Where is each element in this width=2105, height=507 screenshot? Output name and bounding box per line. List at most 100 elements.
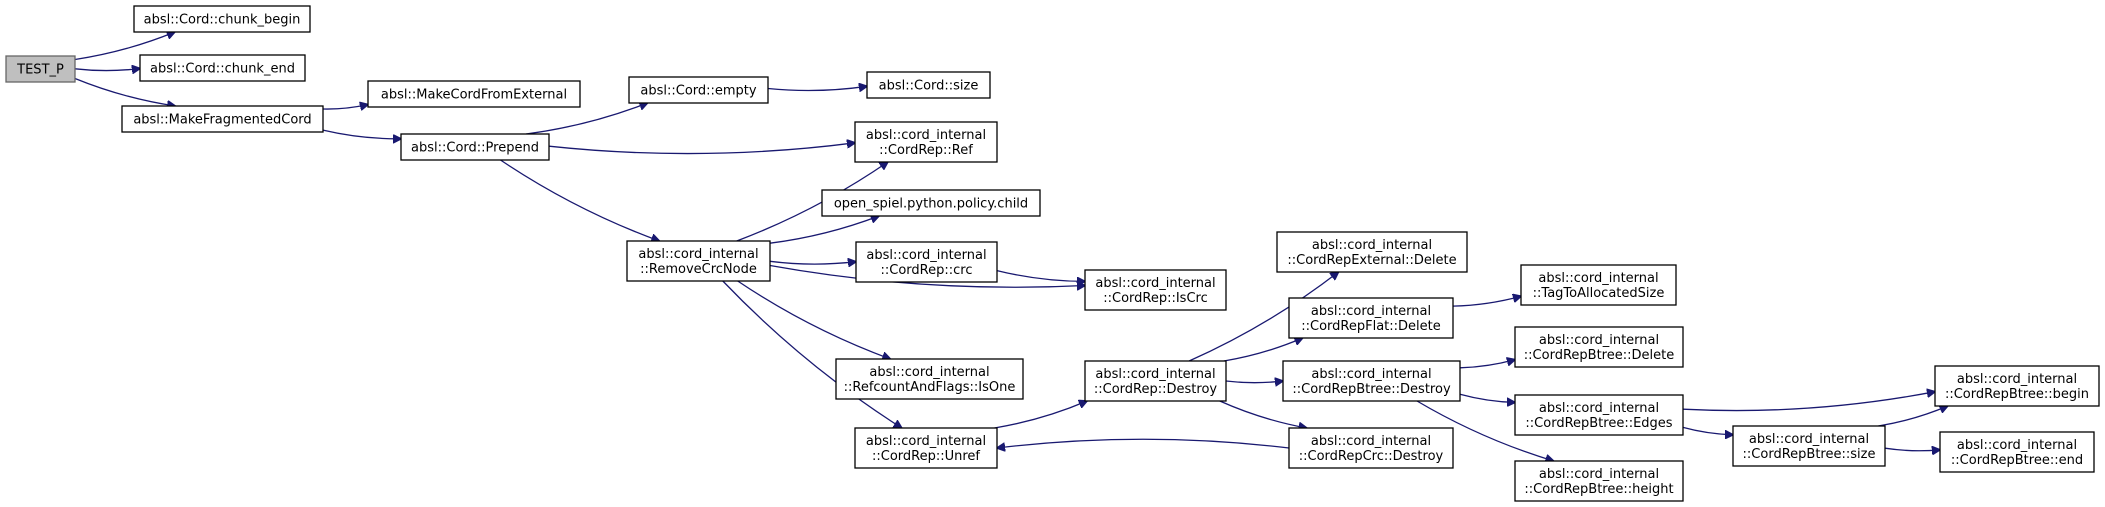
node-crc-destroy[interactable]: absl::cord_internal::CordRepCrc::Destroy <box>1288 427 1454 469</box>
node-cordrep-ref[interactable]: absl::cord_internal::CordRep::Ref <box>854 121 998 163</box>
node-label-line: ::CordRepBtree::Delete <box>1524 348 1674 363</box>
node-label-line: absl::cord_internal <box>866 248 986 263</box>
node-label-line: absl::cord_internal <box>1539 467 1659 482</box>
node-box <box>1084 269 1227 311</box>
node-box <box>628 76 769 104</box>
node-policy-child[interactable]: open_spiel.python.policy.child <box>821 189 1041 217</box>
edge-cordrep-destroy-to-crc-destroy <box>1219 400 1307 428</box>
node-label-line: ::CordRepBtree::size <box>1743 447 1876 462</box>
node-cordrep-unref[interactable]: absl::cord_internal::CordRep::Unref <box>854 427 998 469</box>
node-label-line: ::RefcountAndFlags::IsOne <box>844 380 1016 395</box>
edge-make-fragmented-cord-to-cord-prepend <box>322 129 401 139</box>
node-box <box>1939 431 2095 473</box>
node-box <box>133 5 311 33</box>
node-label-line: absl::cord_internal <box>1749 432 1869 447</box>
node-cord-size[interactable]: absl::Cord::size <box>866 71 991 99</box>
node-cordrep-crc[interactable]: absl::cord_internal::CordRep::crc <box>855 241 998 283</box>
edge-test-p-to-chunk-end <box>74 69 140 71</box>
node-remove-crc-node[interactable]: absl::cord_internal::RemoveCrcNode <box>626 240 771 282</box>
node-refcount-isone[interactable]: absl::cord_internal::RefcountAndFlags::I… <box>835 358 1024 400</box>
edge-test-p-to-chunk-begin <box>74 32 175 61</box>
node-box <box>866 71 991 99</box>
node-box <box>626 240 771 282</box>
node-btree-destroy[interactable]: absl::cord_internal::CordRepBtree::Destr… <box>1282 360 1461 402</box>
node-btree-height[interactable]: absl::cord_internal::CordRepBtree::heigh… <box>1514 460 1684 502</box>
node-box <box>1276 231 1468 273</box>
node-box <box>1520 264 1677 306</box>
node-label-line: absl::cord_internal <box>1312 238 1432 253</box>
node-btree-delete[interactable]: absl::cord_internal::CordRepBtree::Delet… <box>1514 326 1684 368</box>
node-cordrep-iscrc[interactable]: absl::cord_internal::CordRep::IsCrc <box>1084 269 1227 311</box>
node-label-line: absl::cord_internal <box>1095 367 1215 382</box>
edge-remove-crc-node-to-cordrep-crc <box>769 261 856 264</box>
edge-btree-size-to-btree-begin <box>1878 406 1947 427</box>
node-test-p[interactable]: TEST_P <box>5 55 76 83</box>
node-box <box>1084 360 1227 402</box>
node-label-line: absl::cord_internal <box>1539 401 1659 416</box>
node-chunk-end[interactable]: absl::Cord::chunk_end <box>139 54 306 82</box>
node-external-delete[interactable]: absl::cord_internal::CordRepExternal::De… <box>1276 231 1468 273</box>
edge-test-p-to-make-fragmented-cord <box>74 77 175 107</box>
node-btree-end[interactable]: absl::cord_internal::CordRepBtree::end <box>1939 431 2095 473</box>
edge-cordrep-destroy-to-btree-destroy <box>1225 381 1283 383</box>
node-box <box>855 241 998 283</box>
edge-btree-destroy-to-btree-edges <box>1459 393 1515 402</box>
node-chunk-begin[interactable]: absl::Cord::chunk_begin <box>133 5 311 33</box>
node-label-line: absl::cord_internal <box>866 128 986 143</box>
node-cord-empty[interactable]: absl::Cord::empty <box>628 76 769 104</box>
node-label-line: ::CordRep::Ref <box>879 143 973 158</box>
edge-remove-crc-node-to-cordrep-ref <box>736 162 888 242</box>
node-label-line: ::CordRepBtree::Destroy <box>1292 382 1451 397</box>
node-label-line: ::CordRepBtree::Edges <box>1525 416 1672 431</box>
node-label-line: ::CordRep::IsCrc <box>1103 291 1208 306</box>
node-label-line: open_spiel.python.policy.child <box>834 197 1028 212</box>
node-btree-begin[interactable]: absl::cord_internal::CordRepBtree::begin <box>1934 365 2100 407</box>
edge-cord-prepend-to-remove-crc-node <box>500 159 660 241</box>
edge-remove-crc-node-to-refcount-isone <box>737 280 891 359</box>
edge-cordrep-crc-to-cordrep-iscrc <box>996 269 1085 282</box>
node-box <box>400 133 550 161</box>
node-label-line: ::CordRep::Destroy <box>1094 382 1218 397</box>
edge-cord-prepend-to-cordrep-ref <box>548 143 855 155</box>
edge-crc-destroy-to-cordrep-unref <box>997 438 1290 448</box>
node-label-line: ::CordRep::Unref <box>872 449 980 464</box>
edge-cord-empty-to-cord-size <box>767 86 867 90</box>
node-label-line: absl::Cord::Prepend <box>411 141 539 156</box>
node-make-fragmented-cord[interactable]: absl::MakeFragmentedCord <box>121 105 324 133</box>
node-box <box>821 189 1041 217</box>
node-box <box>1934 365 2100 407</box>
node-box <box>854 427 998 469</box>
node-box <box>367 80 581 108</box>
node-label-line: absl::cord_internal <box>1311 304 1431 319</box>
node-tag-to-allocated-size[interactable]: absl::cord_internal::TagToAllocatedSize <box>1520 264 1677 306</box>
node-box <box>1288 297 1454 339</box>
node-flat-delete[interactable]: absl::cord_internal::CordRepFlat::Delete <box>1288 297 1454 339</box>
edge-remove-crc-node-to-cordrep-iscrc <box>769 264 1085 288</box>
node-box <box>854 121 998 163</box>
edge-btree-edges-to-btree-begin <box>1682 392 1935 412</box>
node-label-line: absl::Cord::size <box>879 79 979 94</box>
node-label-line: ::CordRep::crc <box>881 263 973 278</box>
node-make-cord-from-external[interactable]: absl::MakeCordFromExternal <box>367 80 581 108</box>
node-box <box>1514 460 1684 502</box>
node-btree-edges[interactable]: absl::cord_internal::CordRepBtree::Edges <box>1514 394 1684 436</box>
node-cordrep-destroy[interactable]: absl::cord_internal::CordRep::Destroy <box>1084 360 1227 402</box>
edge-flat-delete-to-tag-to-allocated-size <box>1452 296 1521 307</box>
node-label-line: absl::MakeFragmentedCord <box>133 113 311 128</box>
edge-cordrep-destroy-to-flat-delete <box>1223 338 1303 362</box>
node-label-line: absl::Cord::chunk_end <box>150 62 295 77</box>
node-label-line: ::CordRepFlat::Delete <box>1301 319 1440 334</box>
edge-cord-prepend-to-cord-empty <box>525 103 648 135</box>
edge-btree-edges-to-btree-size <box>1682 426 1733 434</box>
node-label-line: absl::cord_internal <box>1957 438 2077 453</box>
node-box <box>1514 394 1684 436</box>
edge-make-fragmented-cord-to-make-cord-from-external <box>322 105 368 110</box>
edge-btree-size-to-btree-end <box>1884 448 1940 451</box>
node-label-line: absl::cord_internal <box>869 365 989 380</box>
node-label-line: ::TagToAllocatedSize <box>1533 286 1665 301</box>
node-box <box>1282 360 1461 402</box>
node-label-line: absl::cord_internal <box>1539 333 1659 348</box>
node-btree-size[interactable]: absl::cord_internal::CordRepBtree::size <box>1732 425 1886 467</box>
node-label-line: ::RemoveCrcNode <box>640 262 757 277</box>
node-cord-prepend[interactable]: absl::Cord::Prepend <box>400 133 550 161</box>
